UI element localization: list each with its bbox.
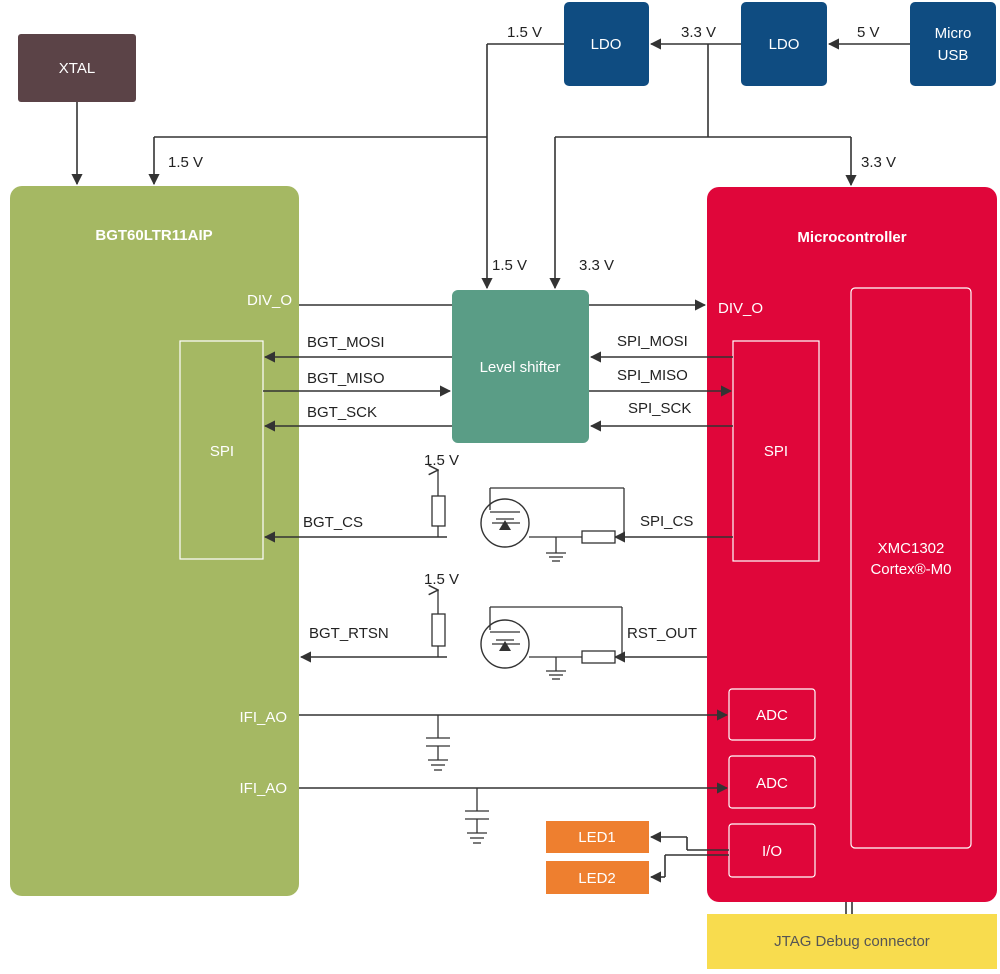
led2-label: LED2: [578, 870, 616, 887]
bgt-cs-label: BGT_CS: [303, 514, 363, 531]
adc2-box: [728, 755, 816, 809]
led1-label: LED1: [578, 829, 616, 846]
mcu-title: Microcontroller: [797, 229, 906, 246]
signal-wires: [263, 299, 853, 914]
voltage-1v5-cs: 1.5 V: [424, 452, 459, 469]
capacitor-1-icon: [426, 715, 450, 771]
cs-transistor-circuit: [432, 470, 625, 562]
micro-usb-label-line1: Micro: [935, 25, 972, 42]
mcu-core-line2: Cortex®-M0: [870, 561, 951, 578]
signal-labels: DIV_O DIV_O BGT_MOSI BGT_MISO BGT_SCK SP…: [239, 292, 763, 797]
radar-spi-box: [179, 340, 264, 560]
spi-miso-label: SPI_MISO: [617, 367, 688, 384]
mcu-core-line1: XMC1302: [878, 540, 945, 557]
voltage-1v5-shifter: 1.5 V: [492, 257, 527, 274]
voltage-5v: 5 V: [857, 24, 880, 41]
voltage-1v5-rst: 1.5 V: [424, 571, 459, 588]
rst-transistor-circuit: [432, 590, 623, 680]
bgt-miso-label: BGT_MISO: [307, 370, 385, 387]
bgt-mosi-label: BGT_MOSI: [307, 334, 385, 351]
spi-mosi-label: SPI_MOSI: [617, 333, 688, 350]
voltage-1v5-radar: 1.5 V: [168, 154, 203, 171]
level-shifter-label: Level shifter: [480, 359, 561, 376]
ifi-ao-2-label: IFI_AO: [239, 780, 287, 797]
bgt-rtsn-label: BGT_RTSN: [309, 625, 389, 642]
io-label: I/O: [762, 843, 782, 860]
voltage-1v5-top: 1.5 V: [507, 24, 542, 41]
mcu-spi-box: [732, 340, 820, 562]
ldo-1v5-block: LDO: [564, 2, 649, 86]
ldo-1v5-label: LDO: [591, 36, 622, 53]
radar-spi-label: SPI: [210, 443, 234, 460]
adc2-label: ADC: [756, 775, 788, 792]
jtag-block: JTAG Debug connector: [707, 914, 997, 969]
micro-usb-block: Micro USB: [910, 2, 996, 86]
spi-cs-label: SPI_CS: [640, 513, 693, 530]
adc1-box: [728, 688, 816, 741]
adc1-label: ADC: [756, 707, 788, 724]
mcu-spi-label: SPI: [764, 443, 788, 460]
level-shifter-block: Level shifter: [452, 290, 589, 443]
xtal-label: XTAL: [59, 60, 95, 77]
jtag-label: JTAG Debug connector: [774, 933, 930, 950]
voltage-3v3-shifter: 3.3 V: [579, 257, 614, 274]
micro-usb-label-line2: USB: [938, 47, 969, 64]
radar-block: BGT60LTR11AIP SPI: [10, 186, 299, 896]
ifi-ao-1-label: IFI_AO: [239, 709, 287, 726]
power-wires: [71, 38, 910, 290]
capacitor-2-icon: [465, 788, 489, 844]
mcu-block: Microcontroller SPI XMC1302 Cortex®-M0 A…: [707, 187, 997, 902]
spi-sck-label: SPI_SCK: [628, 400, 691, 417]
radar-title: BGT60LTR11AIP: [95, 227, 212, 244]
ldo-3v3-block: LDO: [741, 2, 827, 86]
xtal-block: XTAL: [18, 34, 136, 102]
led2-block: LED2: [546, 861, 649, 894]
mcu-core-box: [850, 287, 972, 849]
voltage-labels: 5 V 3.3 V 1.5 V 1.5 V 3.3 V 1.5 V 3.3 V: [168, 24, 896, 274]
ldo-3v3-label: LDO: [769, 36, 800, 53]
bgt-sck-label: BGT_SCK: [307, 404, 377, 421]
rst-out-label: RST_OUT: [627, 625, 697, 642]
voltage-3v3-top: 3.3 V: [681, 24, 716, 41]
led1-block: LED1: [546, 821, 649, 853]
div-o-radar-label: DIV_O: [247, 292, 292, 309]
voltage-3v3-mcu: 3.3 V: [861, 154, 896, 171]
div-o-mcu-label: DIV_O: [718, 300, 763, 317]
